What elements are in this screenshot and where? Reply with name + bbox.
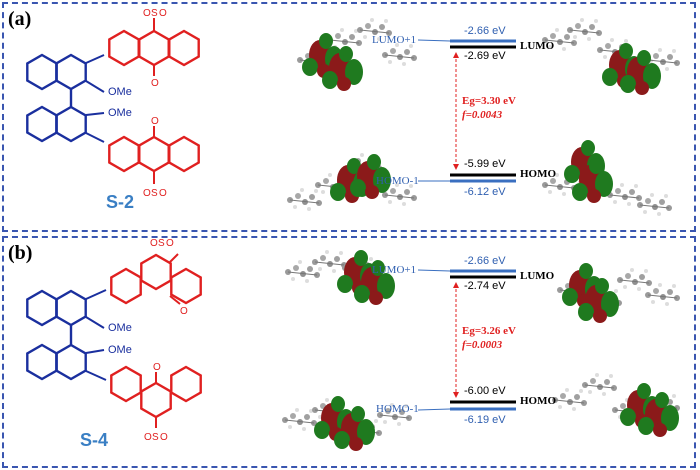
orbital-name-homo-a: HOMO: [520, 168, 557, 180]
svg-text:S: S: [158, 238, 165, 249]
orbital-name-homo-minus1-b: HOMO-1: [376, 403, 419, 415]
energy-lumo-plus1-a: -2.66 eV: [464, 25, 506, 37]
panel-b-frame: [2, 236, 696, 468]
svg-text:S: S: [151, 188, 158, 199]
binaphthyl-core-a: [26, 53, 105, 143]
thioxanthone-bottom-b: [110, 365, 202, 428]
orbital-lumo-plus1-a: [296, 17, 418, 91]
panel-label-b: (b): [8, 242, 33, 264]
orbital-name-lumo-plus1-b: LUMO+1: [372, 264, 417, 276]
energy-homo-b: -6.00 eV: [464, 385, 506, 397]
oscillator-strength-a: f=0.0043: [462, 109, 503, 121]
svg-text:O: O: [143, 188, 151, 199]
orbital-name-homo-b: HOMO: [520, 395, 557, 407]
orbital-lumo-b: [556, 263, 681, 323]
methoxy-label-a2: OMe: [108, 107, 132, 119]
svg-text:O: O: [151, 116, 159, 127]
svg-text:O: O: [180, 306, 188, 317]
orbital-name-homo-minus1-a: HOMO-1: [376, 175, 419, 187]
svg-text:O: O: [151, 78, 159, 89]
methoxy-label-b1: OMe: [108, 322, 132, 334]
svg-text:O: O: [153, 362, 161, 373]
svg-text:O: O: [160, 432, 168, 443]
thioxanthone-bottom-a: [108, 126, 200, 184]
panel-a-frame: [2, 2, 696, 232]
thioxanthone-top-b: [110, 253, 202, 305]
orbital-name-lumo-plus1-a: LUMO+1: [372, 34, 417, 46]
energy-diagram-a: [417, 39, 516, 183]
panel-label-a: (a): [8, 8, 32, 30]
compound-name-a: S-2: [106, 192, 135, 212]
compound-name-b: S-4: [80, 430, 109, 450]
energy-lumo-a: -2.69 eV: [464, 50, 506, 62]
svg-text:O: O: [150, 238, 158, 249]
energy-gap-a: Eg=3.30 eV: [462, 95, 516, 107]
energy-homo-minus1-b: -6.19 eV: [464, 414, 506, 426]
binaphthyl-core-b: [26, 289, 107, 381]
orbital-lumo-a: [541, 17, 681, 95]
oscillator-strength-b: f=0.0003: [462, 339, 503, 351]
energy-lumo-b: -2.74 eV: [464, 280, 506, 292]
svg-text:S: S: [152, 432, 159, 443]
orbital-lumo-plus1-b: [284, 249, 395, 305]
energy-diagram-b: [417, 269, 516, 411]
methoxy-label-b2: OMe: [108, 344, 132, 356]
energy-lumo-plus1-b: -2.66 eV: [464, 255, 506, 267]
orbital-name-lumo-a: LUMO: [520, 40, 555, 52]
svg-text:S: S: [151, 8, 158, 19]
svg-text:O: O: [143, 8, 151, 19]
svg-text:O: O: [166, 238, 174, 249]
energy-homo-minus1-a: -6.12 eV: [464, 186, 506, 198]
energy-homo-a: -5.99 eV: [464, 158, 506, 170]
svg-text:O: O: [144, 432, 152, 443]
thioxanthone-top-a: [108, 18, 200, 76]
svg-text:O: O: [159, 188, 167, 199]
methoxy-label-a1: OMe: [108, 86, 132, 98]
svg-text:O: O: [159, 8, 167, 19]
energy-gap-b: Eg=3.26 eV: [462, 325, 516, 337]
orbital-name-lumo-b: LUMO: [520, 270, 555, 282]
orbital-homo-b: [551, 372, 681, 437]
orbital-homo-a: [541, 140, 673, 217]
